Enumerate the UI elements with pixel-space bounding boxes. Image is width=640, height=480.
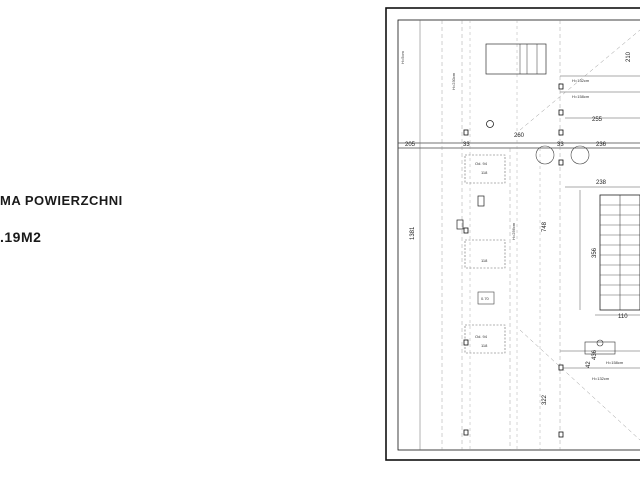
outer-wall bbox=[385, 7, 640, 461]
label-h5cm: H=5cm bbox=[400, 51, 405, 64]
window-box-top bbox=[464, 154, 506, 184]
roof-diagonal bbox=[519, 329, 640, 441]
label-118-top: 118 bbox=[481, 170, 488, 175]
window-box-bottom bbox=[464, 324, 506, 354]
dim-205: 205 bbox=[405, 142, 416, 148]
dim-33-right: 33 bbox=[557, 142, 564, 148]
stair-treads bbox=[600, 204, 640, 296]
label-h132-bottom: H=132cm bbox=[592, 376, 610, 381]
fixture-box bbox=[477, 195, 485, 207]
dim-356: 356 bbox=[592, 247, 598, 258]
area-fragment: .19M2 bbox=[0, 229, 42, 245]
dim-236: 236 bbox=[596, 142, 607, 148]
label-h132-top: H=132cm bbox=[572, 78, 590, 83]
fixture-box bbox=[456, 219, 464, 230]
dim-33-left: 33 bbox=[463, 142, 470, 148]
dim-110: 110 bbox=[618, 314, 628, 320]
sink-drain bbox=[596, 339, 604, 347]
dim-748: 748 bbox=[542, 221, 548, 232]
dim-260: 260 bbox=[514, 133, 525, 139]
dim-322: 322 bbox=[542, 394, 548, 405]
label-118-mid: 118 bbox=[481, 258, 488, 263]
label-h256: H=256cm bbox=[511, 222, 516, 240]
mid-small-box bbox=[477, 291, 495, 305]
inner-wall-outline bbox=[397, 19, 640, 451]
label-od94-top: Od. 94 bbox=[475, 161, 488, 166]
roof-diagonal bbox=[519, 29, 640, 131]
label-od94-bottom: Od. 94 bbox=[475, 334, 488, 339]
dim-436: 436 bbox=[592, 349, 598, 360]
label-mid-box: 0.70 bbox=[481, 296, 490, 301]
dim-255: 255 bbox=[592, 117, 603, 123]
label-h158-bottom: H=158cm bbox=[606, 360, 624, 365]
dim-42: 42 bbox=[586, 361, 592, 368]
dim-210: 210 bbox=[626, 51, 632, 62]
dim-1381: 1381 bbox=[410, 226, 416, 240]
column-markers bbox=[463, 83, 564, 438]
heading-fragment: MA POWIERZCHNI bbox=[0, 193, 123, 208]
label-h158-top: H=158cm bbox=[572, 94, 590, 99]
window-box-mid bbox=[464, 239, 506, 269]
round-fixture bbox=[570, 145, 590, 165]
label-h230: H=230cm bbox=[451, 72, 456, 90]
dim-238: 238 bbox=[596, 180, 607, 186]
sink-fixture bbox=[584, 341, 616, 355]
label-118-bottom: 118 bbox=[481, 343, 488, 348]
round-fixture bbox=[535, 145, 555, 165]
drain-circle bbox=[486, 120, 494, 128]
chimney-box bbox=[485, 43, 547, 75]
